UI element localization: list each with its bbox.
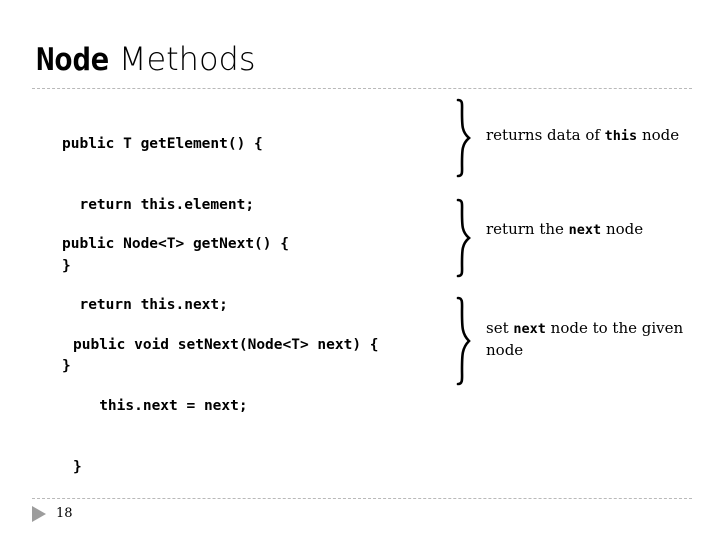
annotation-set-next: set next node to the given node bbox=[486, 318, 708, 361]
triangle-right-icon bbox=[32, 506, 46, 522]
annotation-text-pre: return the bbox=[486, 220, 569, 238]
code-line: public void setNext(Node<T> next) { bbox=[73, 337, 379, 353]
code-line: return this.next; bbox=[62, 297, 228, 313]
annotation-text-pre: set bbox=[486, 319, 514, 337]
code-line: this.next = next; bbox=[73, 398, 248, 414]
code-line: public Node<T> getNext() { bbox=[62, 236, 289, 252]
annotation-text-post: node to the given node bbox=[486, 319, 684, 359]
header-divider bbox=[32, 88, 692, 89]
code-block-get-element: public T getElement() { return this.elem… bbox=[62, 98, 263, 313]
right-curly-brace-icon bbox=[455, 98, 477, 178]
code-block-set-next: public void setNext(Node<T> next) { this… bbox=[73, 299, 379, 514]
annotation-text-pre: returns data of bbox=[486, 126, 605, 144]
right-curly-brace-icon bbox=[455, 296, 477, 386]
code-line: } bbox=[62, 358, 71, 374]
annotation-get-next: return the next node bbox=[486, 219, 716, 241]
code-line: return this.element; bbox=[62, 197, 255, 213]
annotation-text-mono: next bbox=[568, 222, 602, 238]
code-block-get-next: public Node<T> getNext() { return this.n… bbox=[62, 198, 289, 413]
page-title-mono: Node bbox=[36, 42, 109, 78]
annotation-text-post: node bbox=[601, 220, 644, 238]
code-line: } bbox=[62, 258, 71, 274]
code-line: public T getElement() { bbox=[62, 136, 263, 152]
page-number: 18 bbox=[56, 506, 73, 521]
footer-divider bbox=[32, 498, 692, 499]
page-title-sans: Methods bbox=[108, 40, 256, 78]
annotation-text-mono: next bbox=[513, 321, 546, 337]
annotation-text-post: node bbox=[637, 126, 680, 144]
right-curly-brace-icon bbox=[455, 198, 477, 278]
page-title: Node Methods bbox=[36, 38, 676, 80]
code-line: } bbox=[73, 459, 82, 475]
annotation-text-mono: this bbox=[604, 128, 638, 144]
annotation-get-element: returns data of this node bbox=[486, 125, 716, 147]
